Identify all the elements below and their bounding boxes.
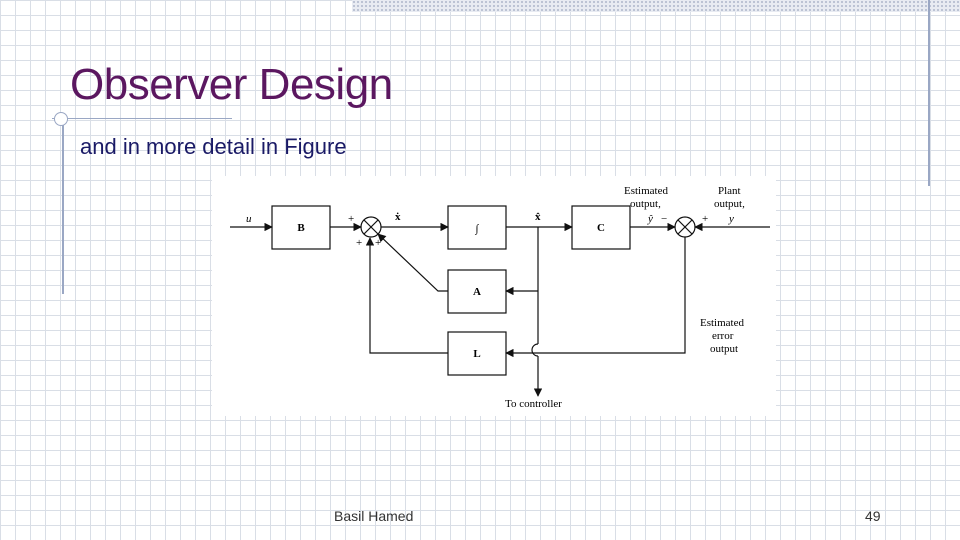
sign-plus-l: + <box>356 237 362 249</box>
slide-title: Observer Design <box>70 60 393 109</box>
block-l-label: L <box>473 348 480 360</box>
wire-a-to-sum <box>377 233 448 292</box>
plant-output-label-1: Plant <box>718 185 741 197</box>
signal-u-label: u <box>246 213 252 225</box>
top-decorative-band <box>352 0 960 12</box>
left-accent-line <box>62 118 64 294</box>
sign-plus-b: + <box>348 213 354 225</box>
title-bullet-circle <box>54 112 68 126</box>
estimated-output-label-1: Estimated <box>624 185 668 197</box>
block-a-label: A <box>473 286 481 298</box>
estimated-error-label-2: error <box>712 330 734 342</box>
signal-yhat-label: ŷ <box>647 213 653 225</box>
estimated-error-label-3: output <box>710 343 738 355</box>
sign-minus-yhat: − <box>661 213 667 225</box>
observer-block-diagram: B ∫ A C L u ẋ x̂ ŷ y Estimated output, P… <box>212 176 776 416</box>
sign-plus-y: + <box>702 213 708 225</box>
summing-junction-right <box>674 216 696 238</box>
wire-error-to-l <box>505 237 686 358</box>
block-integrator-label: ∫ <box>474 223 479 235</box>
block-b-label: B <box>297 222 305 234</box>
signal-xhat-dot-label: ẋ <box>395 211 401 223</box>
title-underline <box>52 118 232 119</box>
sign-plus-a: + <box>375 237 381 249</box>
wire-crossover-hop <box>531 343 539 357</box>
signal-xhat-label: x̂ <box>535 211 541 223</box>
slide-subtitle: and in more detail in Figure <box>80 134 347 159</box>
signal-y-label: y <box>728 213 734 225</box>
right-accent-line <box>928 0 930 186</box>
estimated-error-label-1: Estimated <box>700 317 744 329</box>
wire-l-to-sum <box>365 237 448 354</box>
to-controller-label: To controller <box>505 398 562 410</box>
block-c-label: C <box>597 222 605 234</box>
footer-author: Basil Hamed <box>334 508 414 524</box>
estimated-output-label-2: output, <box>630 198 661 210</box>
plant-output-label-2: output, <box>714 198 745 210</box>
footer-page-number: 49 <box>865 508 881 524</box>
